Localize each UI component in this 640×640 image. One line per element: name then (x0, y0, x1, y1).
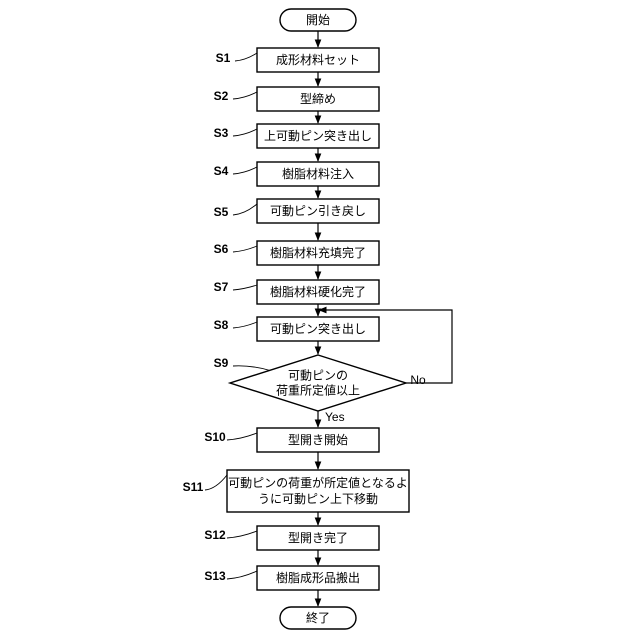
process-s6-text: 樹脂材料充填完了 (270, 245, 366, 260)
step-label-s2: S2 (214, 89, 229, 103)
end-text: 終了 (306, 610, 330, 625)
step-leader-s8 (233, 322, 257, 328)
process-s8-text: 可動ピン突き出し (270, 321, 366, 336)
step-label-s6: S6 (214, 242, 229, 256)
step-label-s4: S4 (214, 164, 229, 178)
step-label-s1: S1 (216, 51, 231, 65)
decision-s9-text: 荷重所定値以上 (276, 383, 360, 398)
step-leader-s1 (235, 53, 257, 61)
decision-s9-text: 可動ピンの (288, 369, 348, 383)
process-s12-text: 型開き完了 (288, 530, 348, 545)
step-leader-s7 (233, 285, 257, 290)
process-s2-text: 型締め (300, 91, 336, 106)
step-leader-s2 (233, 92, 257, 99)
step-label-s3: S3 (214, 126, 229, 140)
process-s11-text: 可動ピンの荷重が所定値となるよ (228, 475, 408, 490)
step-leader-s6 (233, 246, 257, 252)
process-s3-text: 上可動ピン突き出し (264, 128, 372, 143)
step-leader-s11 (205, 475, 227, 490)
no-branch-label: No (410, 373, 426, 387)
process-s13-text: 樹脂成形品搬出 (276, 570, 360, 585)
step-label-s5: S5 (214, 205, 229, 219)
process-s11-text: うに可動ピン上下移動 (258, 492, 378, 506)
flowchart-nodes: 開始終了 成形材料セット型締め上可動ピン突き出し樹脂材料注入可動ピン引き戻し樹脂材… (227, 9, 409, 629)
process-s7-text: 樹脂材料硬化完了 (270, 284, 366, 299)
process-s4-text: 樹脂材料注入 (282, 166, 354, 181)
step-leader-s10 (227, 433, 257, 440)
start-text: 開始 (306, 13, 330, 27)
step-label-s7: S7 (214, 280, 229, 294)
step-label-s8: S8 (214, 318, 229, 332)
step-label-s9: S9 (214, 356, 229, 370)
step-label-s12: S12 (204, 528, 226, 542)
process-s5-text: 可動ピン引き戻し (270, 204, 366, 218)
step-label-s10: S10 (204, 430, 226, 444)
yes-branch-label: Yes (325, 410, 345, 424)
step-leader-s4 (233, 167, 257, 174)
step-leader-s5 (233, 204, 257, 215)
process-s10-text: 型開き開始 (288, 433, 348, 447)
step-leader-s9 (233, 366, 270, 371)
step-leader-s12 (227, 531, 257, 538)
process-s1-text: 成形材料セット (276, 53, 360, 67)
step-leader-s3 (233, 129, 257, 136)
step-label-s13: S13 (204, 569, 226, 583)
step-leader-s13 (227, 571, 257, 579)
step-label-s11: S11 (183, 480, 204, 494)
